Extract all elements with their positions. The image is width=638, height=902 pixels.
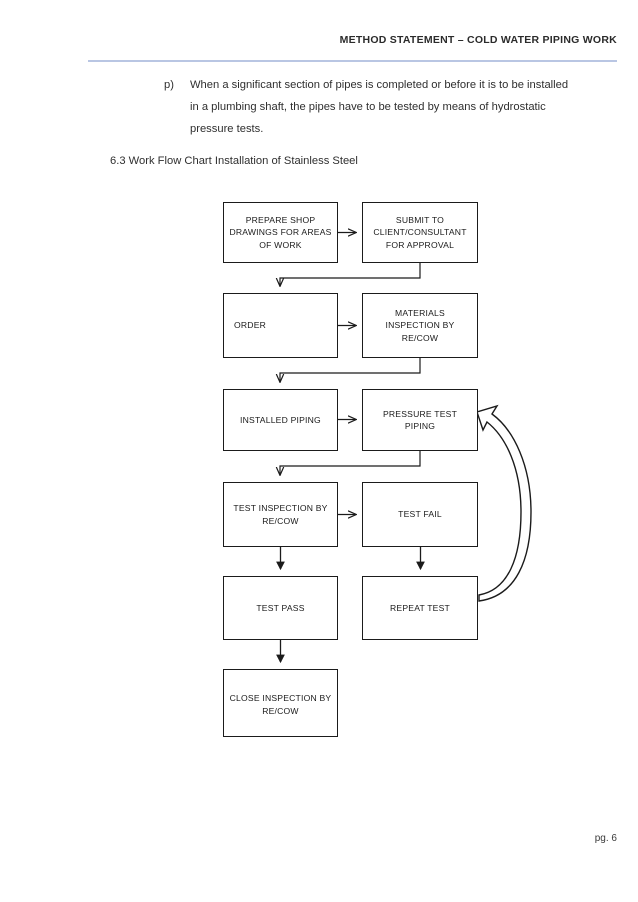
flow-node-label: TEST FAIL — [398, 509, 442, 520]
flow-node-order[interactable]: ORDER — [223, 293, 338, 358]
flow-node-installed-piping[interactable]: INSTALLED PIPING — [223, 389, 338, 451]
flow-node-label: ORDER — [234, 320, 267, 331]
flow-node-label: PREPARE SHOP DRAWINGS FOR AREAS OF WORK — [229, 214, 332, 250]
flow-node-materials-inspection[interactable]: MATERIALS INSPECTION BY RE/COW — [362, 293, 478, 358]
flow-node-submit-to-client[interactable]: SUBMIT TO CLIENT/CONSULTANT FOR APPROVAL — [362, 202, 478, 263]
edge-repeat-test-to-pressure-test-loop — [476, 404, 532, 602]
paragraph-list-marker: p) — [164, 79, 174, 91]
flow-node-label: TEST PASS — [256, 602, 305, 613]
flow-node-test-fail[interactable]: TEST FAIL — [362, 482, 478, 547]
paragraph-text: When a significant section of pipes is c… — [190, 79, 569, 135]
flow-node-pressure-test-piping[interactable]: PRESSURE TEST PIPING — [362, 389, 478, 451]
edge-materials-to-installed — [280, 358, 421, 382]
flow-node-label: MATERIALS INSPECTION BY RE/COW — [385, 307, 455, 343]
header-divider-rule — [88, 60, 617, 62]
flow-node-prepare-shop-drawings[interactable]: PREPARE SHOP DRAWINGS FOR AREAS OF WORK — [223, 202, 338, 263]
flow-node-close-inspection[interactable]: CLOSE INSPECTION BY RE/COW — [223, 669, 338, 737]
flow-node-label: SUBMIT TO CLIENT/CONSULTANT FOR APPROVAL — [373, 214, 467, 250]
flow-node-repeat-test[interactable]: REPEAT TEST — [362, 576, 478, 640]
edge-pressure-to-test-inspection — [280, 451, 421, 475]
flow-node-label: REPEAT TEST — [390, 602, 450, 613]
section-heading: 6.3 Work Flow Chart Installation of Stai… — [110, 155, 358, 167]
body-paragraph: p) When a significant section of pipes i… — [164, 74, 574, 140]
flow-node-label: TEST INSPECTION BY RE/COW — [233, 503, 328, 526]
page-footer: pg. 6 — [594, 833, 617, 844]
document-header-title: METHOD STATEMENT – COLD WATER PIPING WOR… — [339, 34, 617, 46]
flow-node-label: INSTALLED PIPING — [240, 414, 321, 425]
flow-node-label: PRESSURE TEST PIPING — [382, 408, 458, 432]
flow-node-test-inspection[interactable]: TEST INSPECTION BY RE/COW — [223, 482, 338, 547]
edge-submit-to-order — [280, 263, 421, 286]
flow-node-test-pass[interactable]: TEST PASS — [223, 576, 338, 640]
flow-node-label: CLOSE INSPECTION BY RE/COW — [229, 693, 332, 716]
